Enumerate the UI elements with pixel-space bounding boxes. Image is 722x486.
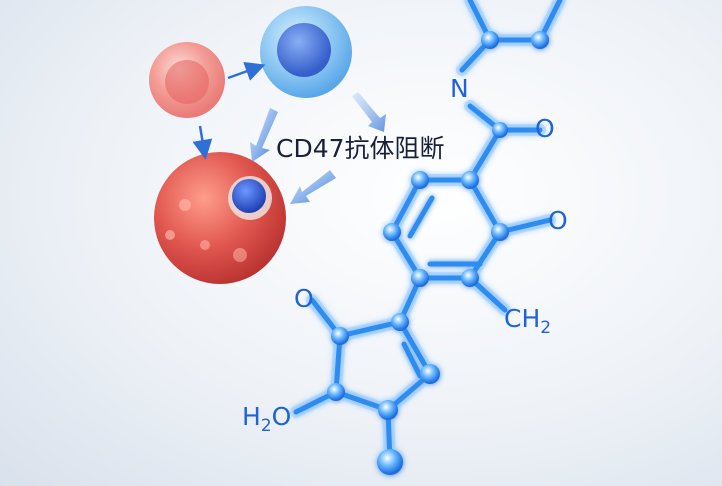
nitrogen-atom-label: N bbox=[450, 74, 469, 103]
blue-cell-icon bbox=[260, 6, 352, 98]
h-subscript: 2 bbox=[260, 416, 272, 436]
pink-cell-icon bbox=[149, 42, 225, 118]
molecule-icon bbox=[290, 0, 566, 475]
h2o-group-label: H2O bbox=[242, 402, 292, 435]
arrow-icon bbox=[192, 61, 266, 160]
ch-subscript: 2 bbox=[540, 318, 552, 338]
caption-text: CD47抗体阻断 bbox=[276, 134, 445, 163]
ch-text: CH bbox=[504, 304, 541, 333]
oxygen-pentane-label: O bbox=[294, 284, 314, 313]
oxygen-ring-label: O bbox=[548, 206, 568, 235]
h-text: H bbox=[242, 402, 261, 431]
arrow-icon bbox=[250, 92, 386, 204]
o-text: O bbox=[271, 402, 292, 431]
oxygen-amide-label: O bbox=[535, 114, 555, 143]
red-tumor-cell-icon bbox=[154, 152, 286, 284]
ch2-group-label: CH2 bbox=[504, 304, 551, 337]
